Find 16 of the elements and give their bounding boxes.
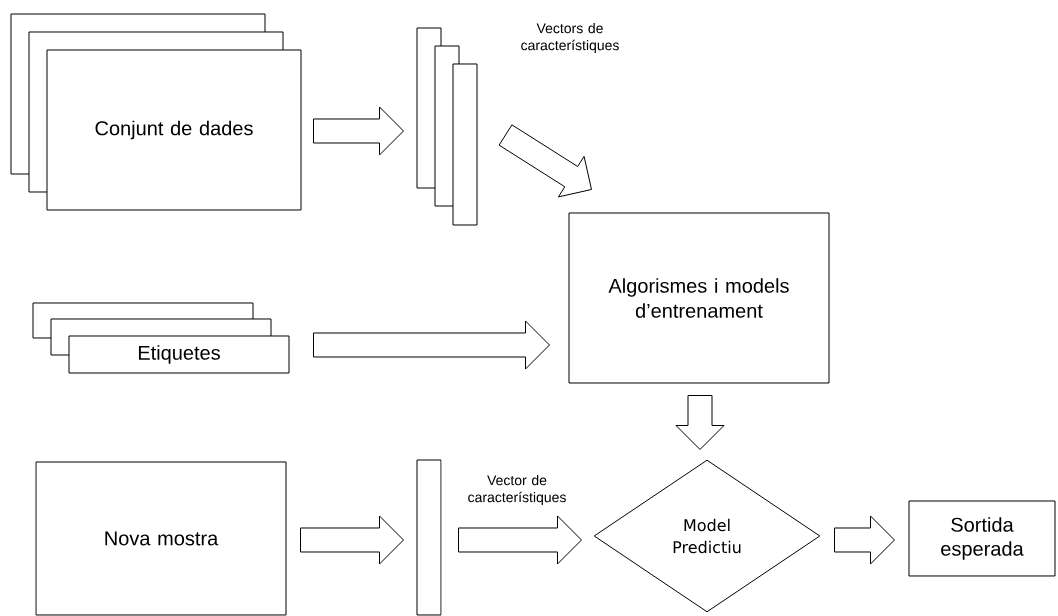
feature-vector-bar (416, 459, 442, 616)
feature-vector-stack (416, 27, 478, 226)
block-arrow (498, 124, 592, 198)
bar-caption: Vectors de característiques (521, 22, 619, 53)
block-arrow (313, 320, 550, 370)
sample-box: Nova mostra (35, 461, 287, 616)
block-arrow (458, 515, 582, 565)
dataset-stack: Conjunt de dades (10, 13, 302, 211)
block-arrow (834, 515, 895, 565)
block-arrow (675, 395, 725, 450)
training-box: Algorismes i models d’entrenament (568, 212, 830, 384)
block-arrow (313, 106, 404, 156)
output-box: Sortida esperada (908, 500, 1056, 577)
labels-stack: Etiquetes (32, 302, 290, 374)
bar-caption: Vector de característiques (468, 474, 566, 505)
block-arrow (300, 515, 404, 565)
